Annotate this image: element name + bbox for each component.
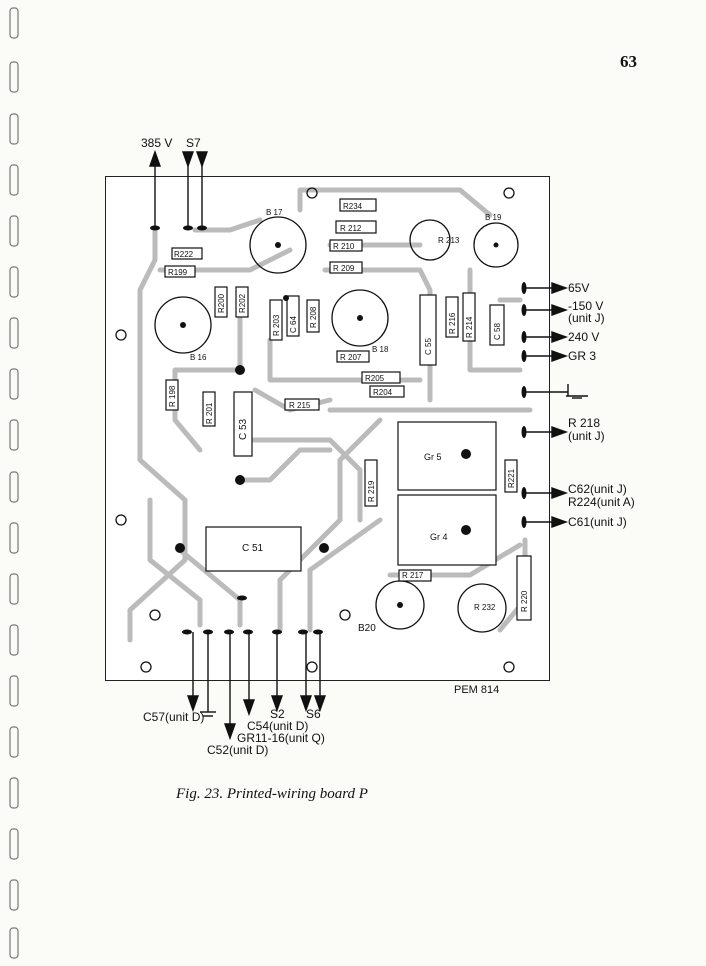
svg-text:R234: R234 [343,202,363,211]
svg-text:C 55: C 55 [424,338,433,355]
svg-text:B 17: B 17 [266,208,283,217]
terminal-label-minus150v-unit: (unit J) [568,311,605,325]
svg-text:C 58: C 58 [493,323,502,340]
svg-text:R221: R221 [507,468,516,488]
svg-text:R 210: R 210 [333,242,355,251]
svg-text:B20: B20 [358,623,376,634]
binding-holes [0,0,28,961]
svg-text:R222: R222 [174,250,194,259]
svg-text:R 215: R 215 [289,401,311,410]
svg-text:Gr 4: Gr 4 [430,532,448,542]
svg-text:R 212: R 212 [340,224,362,233]
svg-text:B 19: B 19 [485,213,502,222]
page-number: 63 [620,52,637,71]
terminal-label-gr3: GR 3 [568,349,597,363]
terminal-label-gr11-16: GR11-16(unit Q) [237,731,325,745]
svg-text:R205: R205 [365,374,385,383]
terminal-label-c52: C52(unit D) [207,743,269,757]
terminal-label-c54: C54(unit D) [247,719,309,733]
terminal-label-c62: C62(unit J) [568,482,627,496]
valve-socket-b17 [249,216,307,274]
svg-text:R 216: R 216 [448,312,457,334]
terminal-label-s6: S6 [306,707,321,721]
terminal-label-r218-unit: (unit J) [568,429,605,443]
svg-text:B 16: B 16 [190,353,207,362]
svg-text:B 18: B 18 [372,345,389,354]
terminal-label-65v: 65V [568,281,590,295]
terminal-label-c57: C57(unit D) [143,710,205,724]
terminal-label-minus150v: -150 V [568,299,604,313]
terminal-label-385v: 385 V [141,136,173,150]
terminal-label-c61: C61(unit J) [568,515,627,529]
terminal-label-s7: S7 [186,136,201,150]
svg-text:R 217: R 217 [402,571,424,580]
terminal-label-r218: R 218 [568,416,601,430]
svg-text:R204: R204 [373,388,393,397]
svg-text:R202: R202 [238,293,247,313]
svg-text:R 213: R 213 [438,236,460,245]
svg-text:C 53: C 53 [238,418,249,440]
svg-text:R 201: R 201 [205,402,214,424]
svg-text:R 214: R 214 [465,316,474,338]
svg-text:R200: R200 [217,293,226,313]
svg-text:C 64: C 64 [289,316,298,333]
svg-text:R 220: R 220 [520,590,529,612]
terminal-label-r224: R224(unit A) [568,495,635,509]
svg-text:R 198: R 198 [168,385,177,407]
svg-text:R 209: R 209 [333,264,355,273]
svg-text:R 203: R 203 [272,314,281,336]
svg-text:Gr 5: Gr 5 [424,452,442,462]
terminal-label-240v: 240 V [568,330,600,344]
svg-text:R 207: R 207 [340,353,362,362]
figure-caption: Fig. 23. Printed-wiring board P [176,786,368,802]
terminal-label-s2: S2 [270,707,285,721]
svg-text:R 208: R 208 [309,306,318,328]
svg-text:R199: R199 [168,268,188,277]
svg-text:C 51: C 51 [242,543,264,554]
svg-text:R 232: R 232 [474,603,496,612]
svg-text:R 219: R 219 [367,480,376,502]
board-reference: PEM 814 [454,684,500,696]
